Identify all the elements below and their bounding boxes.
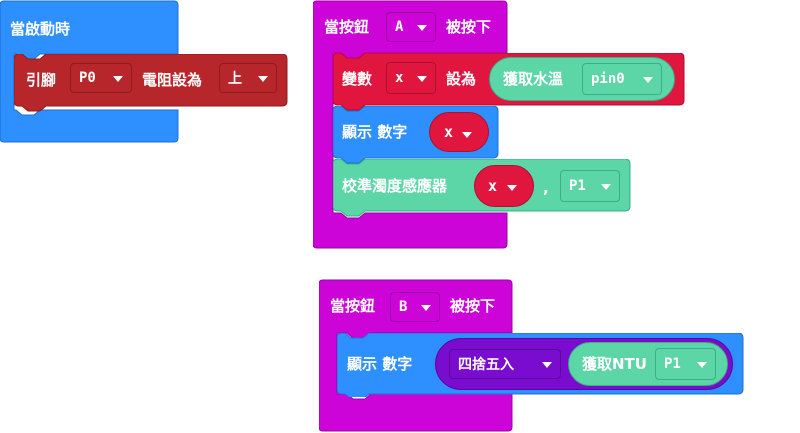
get-water-temp-label: 獲取水溫	[503, 70, 564, 88]
button-b-dropdown[interactable]: B	[390, 292, 440, 322]
pin-dropdown-value: P0	[79, 70, 96, 86]
on-button-b-hat-shape[interactable]	[319, 279, 515, 433]
pin-dropdown[interactable]: P0	[70, 63, 132, 93]
chevron-down-icon	[507, 185, 517, 191]
chevron-down-icon	[601, 184, 611, 190]
on-start-label: 當啟動時	[10, 20, 71, 38]
ntu-pin-dropdown[interactable]: P1	[655, 348, 716, 380]
chevron-down-icon	[417, 25, 427, 31]
button-a-hat-suffix-label: 被按下	[446, 18, 492, 36]
calibrate-variable-value: x	[488, 177, 498, 195]
pull-mode-dropdown[interactable]: 上	[219, 63, 277, 93]
set-variable-mid-label: 設為	[446, 70, 477, 88]
chevron-down-icon	[697, 362, 707, 368]
set-pull-prefix-label: 引腳	[26, 71, 57, 89]
set-pull-mid-label: 電阻設為	[142, 71, 203, 89]
round-mode-dropdown[interactable]: 四捨五入	[449, 349, 561, 379]
chevron-down-icon	[542, 362, 552, 368]
calibrate-separator: ,	[543, 179, 549, 197]
show-number-label: 顯示 數字	[342, 123, 408, 141]
button-b-hat-prefix-label: 當按鈕	[330, 297, 376, 315]
calibrate-pin-value: P1	[569, 178, 586, 194]
button-a-dropdown[interactable]: A	[386, 12, 436, 42]
variable-dropdown-value: x	[395, 70, 404, 86]
variable-x-reporter[interactable]	[429, 112, 489, 152]
chevron-down-icon	[643, 77, 653, 83]
chevron-down-icon	[113, 76, 123, 82]
water-temp-pin-value: pin0	[591, 71, 625, 87]
chevron-down-icon	[421, 305, 431, 311]
get-ntu-label: 獲取NTU	[582, 355, 647, 373]
calibrate-variable-reporter[interactable]	[474, 165, 534, 207]
variable-dropdown[interactable]: x	[386, 62, 436, 94]
ntu-pin-value: P1	[664, 356, 681, 372]
button-b-dropdown-value: B	[399, 299, 408, 315]
variable-x-reporter-value: x	[444, 123, 454, 141]
button-b-hat-suffix-label: 被按下	[450, 297, 496, 315]
calibrate-pin-dropdown[interactable]: P1	[560, 170, 620, 202]
set-variable-prefix-label: 變數	[342, 70, 373, 88]
button-a-dropdown-value: A	[395, 19, 404, 35]
on-button-a-hat-shape[interactable]	[313, 0, 509, 252]
show-number-b-label: 顯示 數字	[347, 355, 413, 373]
chevron-down-icon	[462, 132, 472, 138]
calibrate-turbidity-label: 校準濁度感應器	[342, 177, 448, 195]
on-start-hat-shape[interactable]	[0, 0, 182, 146]
pull-mode-dropdown-value: 上	[228, 71, 242, 87]
chevron-down-icon	[417, 76, 427, 82]
chevron-down-icon	[258, 76, 268, 82]
water-temp-pin-dropdown[interactable]: pin0	[582, 63, 662, 95]
button-a-hat-prefix-label: 當按鈕	[324, 18, 370, 36]
round-mode-value: 四捨五入	[458, 357, 514, 373]
